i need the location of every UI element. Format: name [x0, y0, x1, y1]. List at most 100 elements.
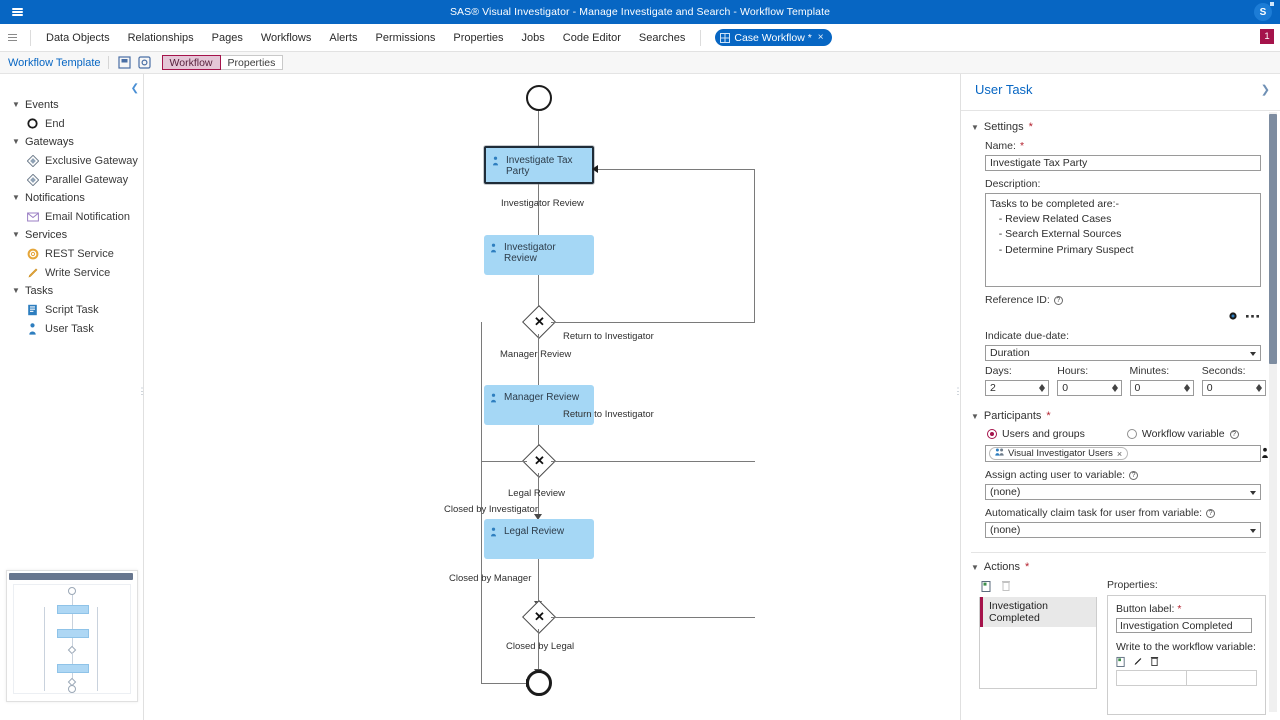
help-icon[interactable]: ? [1129, 470, 1139, 480]
stepper-down-icon[interactable] [1039, 388, 1046, 392]
right-splitter-handle[interactable]: ⋮ [953, 385, 963, 396]
chevron-right-icon[interactable]: ❯ [1260, 84, 1270, 96]
notification-badge[interactable]: 1 [1260, 29, 1274, 44]
write-variable-grid-col [1186, 671, 1256, 685]
more-ellipsis-icon[interactable] [1246, 311, 1260, 321]
participants-token-field[interactable]: Visual Investigator Users × [985, 445, 1268, 462]
action-list-item[interactable]: Investigation Completed [980, 597, 1096, 627]
document-tab-case-workflow[interactable]: Case Workflow * × [715, 29, 832, 46]
task-node-manager-review[interactable]: Manager Review [484, 385, 594, 425]
flow-connector [538, 275, 539, 317]
palette-group-services[interactable]: ▼ Services [0, 226, 143, 244]
nav-item-relationships[interactable]: Relationships [127, 31, 194, 44]
app-title: SAS® Visual Investigator - Manage Invest… [449, 6, 831, 18]
chevron-left-icon[interactable]: ❮ [130, 83, 139, 94]
radio-workflow-variable[interactable]: Workflow variable ? [1126, 428, 1239, 440]
section-settings[interactable]: ▼ Settings * [971, 121, 1266, 133]
write-variable-grid[interactable] [1116, 670, 1257, 686]
duration-seconds-stepper[interactable]: 0 [1201, 380, 1266, 396]
workflow-canvas[interactable]: Investigate Tax Party Investigator Revie… [144, 74, 960, 720]
nav-item-workflows[interactable]: Workflows [260, 31, 312, 44]
help-icon[interactable]: ? [1053, 295, 1063, 305]
new-action-icon[interactable] [981, 580, 992, 592]
grid-grip-icon[interactable] [0, 24, 24, 52]
add-participant-icon[interactable] [1261, 447, 1269, 462]
palette-group-gateways[interactable]: ▼ Gateways [0, 133, 143, 151]
task-node-legal-review[interactable]: Legal Review [484, 519, 594, 559]
save-icon[interactable] [116, 54, 133, 71]
palette-item-rest-service[interactable]: REST Service [0, 244, 143, 263]
assign-variable-select[interactable]: (none) [985, 484, 1261, 500]
stepper-up-icon[interactable] [1256, 384, 1262, 388]
palette-item-script-task[interactable]: Script Task [0, 300, 143, 319]
nav-item-pages[interactable]: Pages [211, 31, 243, 44]
hamburger-icon[interactable] [0, 0, 34, 24]
task-node-investigate-tax-party[interactable]: Investigate Tax Party [484, 146, 594, 184]
close-icon[interactable]: × [1116, 448, 1123, 459]
assign-variable-label: Assign acting user to variable: ? [985, 469, 1266, 481]
new-variable-icon[interactable] [1116, 656, 1126, 667]
tab-workflow[interactable]: Workflow [161, 55, 221, 70]
palette-group-tasks[interactable]: ▼ Tasks [0, 282, 143, 300]
main-navigation-bar: Data Objects Relationships Pages Workflo… [0, 24, 1280, 52]
stepper-up-icon[interactable] [1111, 384, 1118, 388]
start-event[interactable] [526, 85, 552, 111]
task-node-investigator-review[interactable]: Investigator Review [484, 235, 594, 275]
flow-connector [754, 169, 755, 322]
participant-token[interactable]: Visual Investigator Users × [989, 447, 1129, 460]
button-label-input[interactable] [1116, 618, 1252, 633]
section-participants[interactable]: ▼ Participants * [971, 410, 1266, 422]
nav-item-code-editor[interactable]: Code Editor [562, 31, 621, 44]
end-event[interactable] [526, 670, 552, 696]
nav-item-jobs[interactable]: Jobs [521, 31, 545, 44]
stepper-up-icon[interactable] [1183, 384, 1190, 388]
settings-gear-icon[interactable] [1228, 311, 1238, 321]
description-textarea[interactable]: Tasks to be completed are:- - Review Rel… [985, 193, 1261, 287]
minimap[interactable] [6, 570, 138, 702]
tab-properties[interactable]: Properties [220, 55, 284, 70]
palette-item-exclusive-gateway[interactable]: Exclusive Gateway [0, 151, 143, 170]
properties-scrollbar-thumb[interactable] [1269, 114, 1277, 364]
nav-item-properties[interactable]: Properties [453, 31, 504, 44]
stepper-down-icon[interactable] [1183, 388, 1190, 392]
duration-hours-stepper[interactable]: 0 [1057, 380, 1122, 396]
help-icon[interactable]: ? [1229, 429, 1239, 439]
nav-item-data-objects[interactable]: Data Objects [46, 31, 110, 44]
save-as-icon[interactable] [136, 54, 153, 71]
stepper-down-icon[interactable] [1256, 388, 1262, 392]
due-date-select[interactable]: Duration [985, 345, 1261, 361]
parallel-gateway-icon [26, 173, 39, 186]
palette-item-write-service[interactable]: Write Service [0, 263, 143, 282]
palette-item-user-task[interactable]: User Task [0, 319, 143, 338]
nav-item-permissions[interactable]: Permissions [375, 31, 436, 44]
gateway-x-icon: ✕ [534, 314, 545, 329]
close-icon[interactable]: × [817, 32, 824, 43]
palette-item-email-notification[interactable]: Email Notification [0, 207, 143, 226]
radio-users-and-groups[interactable]: Users and groups [987, 428, 1085, 440]
actions-list[interactable]: Investigation Completed [979, 597, 1097, 689]
nav-divider [30, 29, 31, 46]
help-icon[interactable]: ? [1206, 508, 1216, 518]
section-actions[interactable]: ▼ Actions * [971, 552, 1266, 573]
properties-scrollbar-track[interactable] [1269, 112, 1277, 712]
palette-item-end[interactable]: End [0, 114, 143, 133]
name-input[interactable] [985, 155, 1261, 171]
nav-item-searches[interactable]: Searches [638, 31, 686, 44]
breadcrumb[interactable]: Workflow Template [8, 56, 101, 69]
minimap-scrollbar[interactable] [9, 573, 133, 580]
flow-connector [538, 629, 539, 673]
stepper-up-icon[interactable] [1039, 384, 1046, 388]
edit-variable-icon[interactable] [1133, 656, 1143, 667]
avatar[interactable]: S [1254, 2, 1274, 21]
palette-group-notifications[interactable]: ▼ Notifications [0, 189, 143, 207]
duration-minutes-stepper[interactable]: 0 [1129, 380, 1194, 396]
stepper-down-icon[interactable] [1111, 388, 1118, 392]
autoclaim-variable-select[interactable]: (none) [985, 522, 1261, 538]
palette-group-events[interactable]: ▼ Events [0, 96, 143, 114]
nav-item-alerts[interactable]: Alerts [329, 31, 358, 44]
duration-days-stepper[interactable]: 2 [985, 380, 1050, 396]
delete-variable-icon[interactable] [1150, 656, 1159, 667]
palette-item-parallel-gateway[interactable]: Parallel Gateway [0, 170, 143, 189]
user-task-icon [490, 527, 499, 540]
left-splitter-handle[interactable]: ⋮ [137, 385, 147, 396]
